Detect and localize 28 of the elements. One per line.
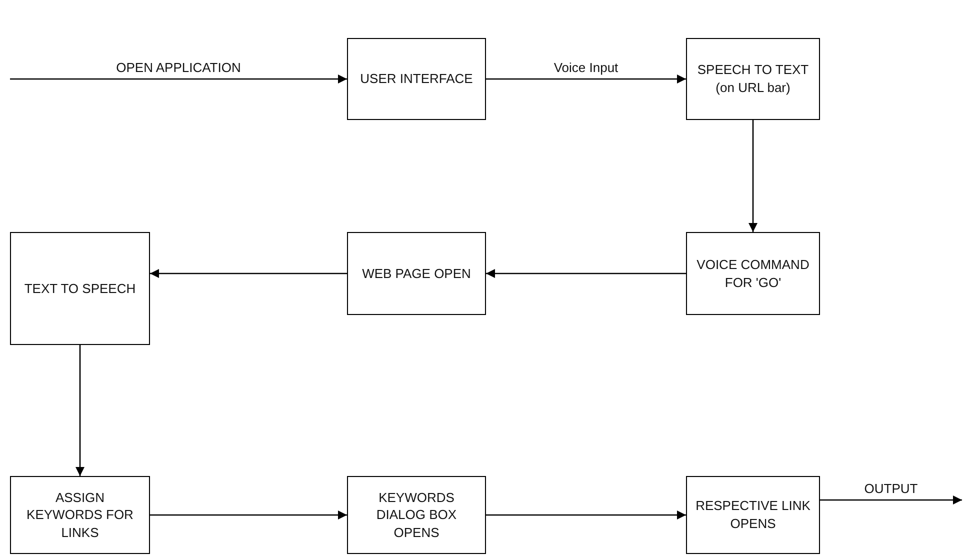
process-box [686,232,820,315]
box-label: WEB PAGE OPEN [361,264,472,282]
process-box [347,232,486,315]
arrow [748,120,758,232]
process-box [10,476,150,554]
edge-label: OUTPUT [864,481,918,496]
box-label: VOICE COMMAND FOR 'GO' [696,256,810,292]
box-label: ASSIGN KEYWORDS FOR LINKS [26,488,134,542]
arrow [150,269,347,278]
arrow [150,510,347,520]
arrow [820,496,962,504]
process-box [10,232,150,345]
box-label: RESPECTIVE LINK OPENS [694,497,812,533]
box-label: SPEECH TO TEXT (on URL bar) [696,61,810,97]
edge-label: OPEN APPLICATION [116,60,241,75]
arrow [486,74,686,84]
box-label: USER INTERFACE [359,70,474,88]
arrow [10,74,347,84]
box-label: KEYWORDS DIALOG BOX OPENS [375,488,458,542]
arrow [76,345,84,476]
edge-label: Voice Input [554,60,618,75]
box-label: TEXT TO SPEECH [23,280,137,298]
arrow [486,510,686,520]
process-box [686,476,820,554]
arrow [486,269,686,278]
process-box [347,476,486,554]
process-box [686,38,820,120]
process-box [347,38,486,120]
